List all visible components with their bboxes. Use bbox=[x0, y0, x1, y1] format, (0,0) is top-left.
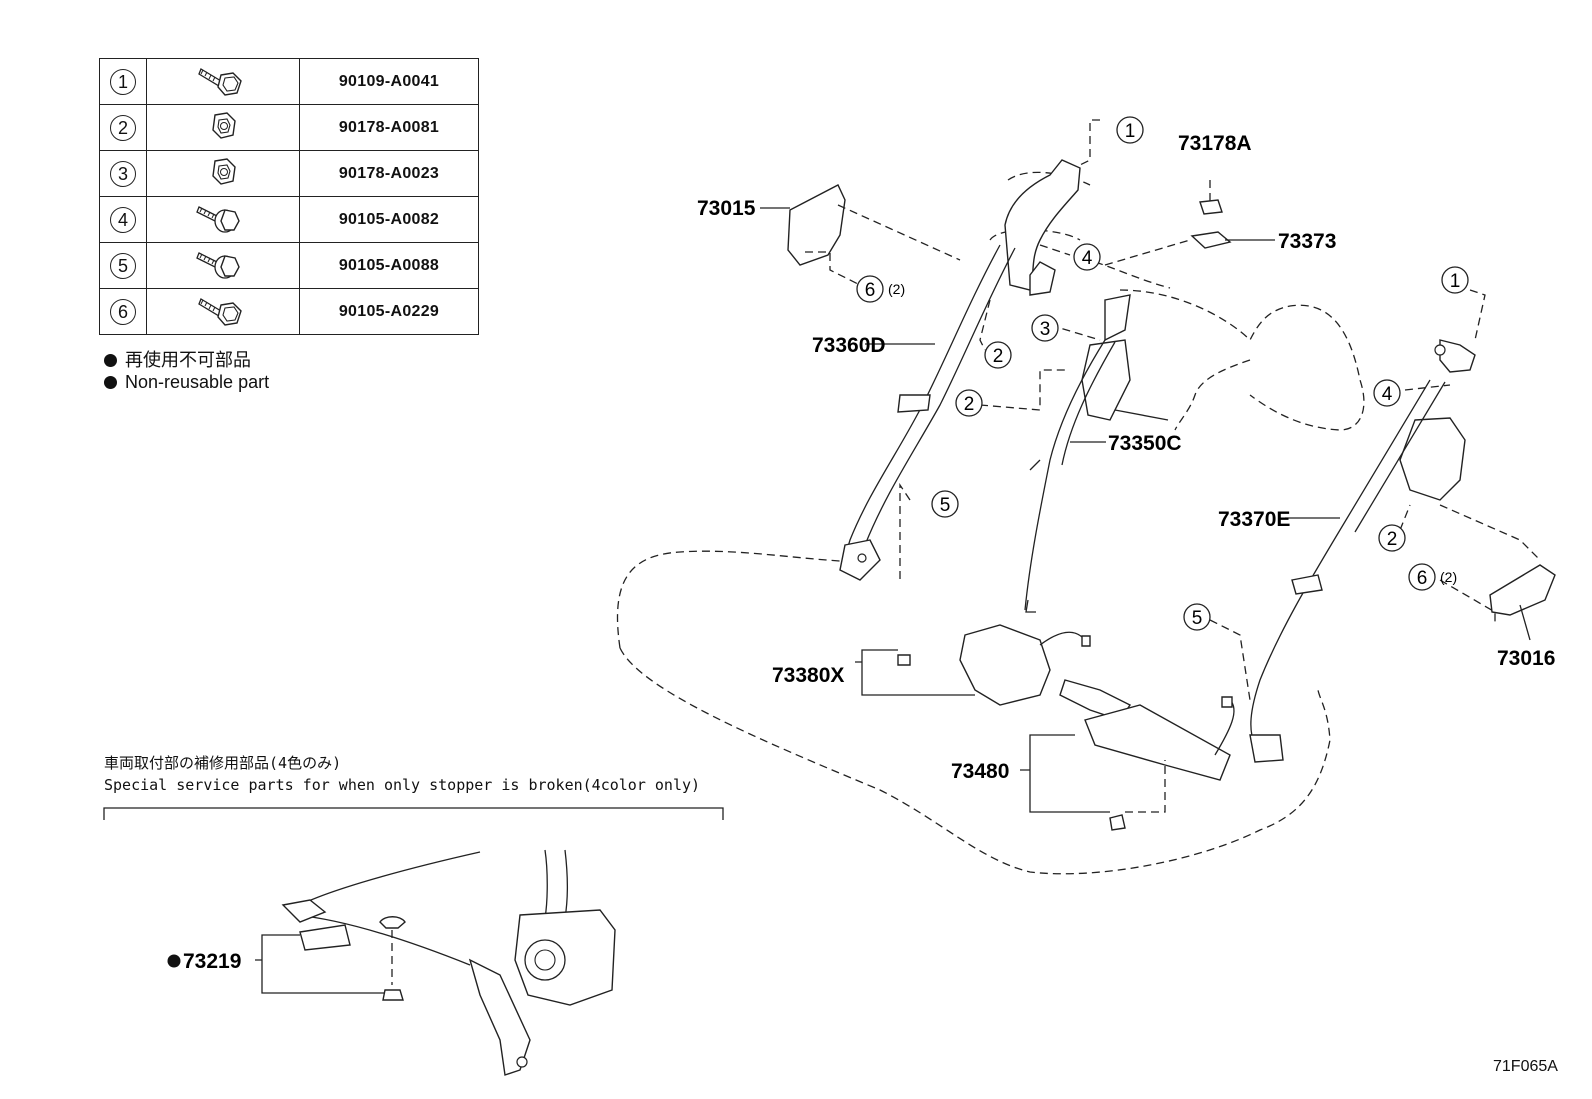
buckle-assembly-73380X bbox=[897, 624, 1091, 706]
legend-part-code: 90105-A0088 bbox=[299, 242, 479, 289]
legend-number: 6 bbox=[110, 298, 136, 325]
buckle-assembly-73480 bbox=[1059, 679, 1235, 831]
callout-number-5a: 5 bbox=[931, 490, 959, 518]
legend-row: 2 90178-A0081 bbox=[99, 104, 479, 151]
hex-bolt-icon bbox=[196, 252, 240, 279]
legend-number: 4 bbox=[110, 206, 136, 233]
part-number-73350C: 73350C bbox=[1108, 432, 1182, 455]
svg-text:6: 6 bbox=[865, 280, 876, 301]
part-number-73219: 73219 bbox=[183, 950, 241, 973]
legend-part-code: 90109-A0041 bbox=[299, 58, 479, 105]
legend-row: 4 90105-A0082 bbox=[99, 196, 479, 243]
svg-text:2: 2 bbox=[1387, 529, 1398, 550]
figure-id: 71F065A bbox=[1493, 1058, 1558, 1075]
hex-bolt-icon bbox=[196, 206, 240, 233]
center-belt-assembly-73350C bbox=[1024, 294, 1131, 613]
bullet-icon bbox=[104, 354, 117, 367]
quantity-label: (2) bbox=[888, 281, 905, 297]
callout-number-2a: 2 bbox=[984, 341, 1012, 369]
legend-row: 3 90178-A0023 bbox=[99, 150, 479, 197]
svg-text:4: 4 bbox=[1382, 384, 1393, 405]
svg-text:1: 1 bbox=[1125, 121, 1136, 142]
service-title-en: Special service parts for when only stop… bbox=[104, 776, 701, 794]
clip-73178A bbox=[1199, 199, 1223, 215]
svg-text:4: 4 bbox=[1082, 248, 1093, 269]
legend-row: 1 90109-A0041 bbox=[99, 58, 479, 105]
right-belt-assembly-73370E bbox=[1249, 339, 1476, 763]
legend-part-code: 90178-A0081 bbox=[299, 104, 479, 151]
quantity-label: (2) bbox=[1440, 569, 1457, 585]
part-number-73480: 73480 bbox=[951, 760, 1009, 783]
fastener-legend-table: 1 90109-A0041 2 90178-A0081 bbox=[99, 58, 479, 335]
anchor-plate-73015 bbox=[787, 184, 846, 266]
part-number-73373: 73373 bbox=[1278, 230, 1336, 253]
service-inset bbox=[103, 807, 724, 1076]
part-number-73380X: 73380X bbox=[772, 664, 844, 687]
callout-number-3: 3 bbox=[1031, 314, 1059, 342]
svg-text:5: 5 bbox=[940, 495, 951, 516]
callout-number-4b: 4 bbox=[1373, 379, 1401, 407]
part-number-73360D: 73360D bbox=[812, 334, 886, 357]
svg-text:5: 5 bbox=[1192, 608, 1203, 629]
legend-number: 3 bbox=[110, 160, 136, 187]
svg-text:6: 6 bbox=[1417, 568, 1428, 589]
legend-number: 5 bbox=[110, 252, 136, 279]
callout-number-2b: 2 bbox=[955, 389, 983, 417]
callout-number-4a: 4 bbox=[1073, 243, 1101, 271]
legend-part-code: 90105-A0082 bbox=[299, 196, 479, 243]
legend-part-code: 90178-A0023 bbox=[299, 150, 479, 197]
hex-nut-icon bbox=[212, 112, 236, 139]
part-number-73016: 73016 bbox=[1497, 647, 1555, 670]
callout-number-6a: 6 bbox=[856, 275, 884, 303]
part-number-73370E: 73370E bbox=[1218, 508, 1290, 531]
rear-seat-outline bbox=[616, 171, 1365, 875]
callout-number-1b: 1 bbox=[1441, 266, 1469, 294]
bullet-icon bbox=[104, 376, 117, 389]
legend-row: 6 90105-A0229 bbox=[99, 288, 479, 335]
svg-text:1: 1 bbox=[1450, 271, 1461, 292]
leader-lines bbox=[760, 119, 1541, 813]
non-reusable-note-en: Non-reusable part bbox=[104, 372, 269, 393]
part-number-73178A: 73178A bbox=[1178, 132, 1252, 155]
legend-row: 5 90105-A0088 bbox=[99, 242, 479, 289]
svg-text:2: 2 bbox=[993, 346, 1004, 367]
non-reusable-dot-icon bbox=[167, 954, 181, 968]
legend-number: 2 bbox=[110, 114, 136, 141]
part-number-73015: 73015 bbox=[697, 197, 756, 220]
legend-number: 1 bbox=[110, 68, 136, 95]
flange-bolt-icon bbox=[198, 68, 242, 96]
cover-73373 bbox=[1190, 231, 1232, 249]
legend-part-code: 90105-A0229 bbox=[299, 288, 479, 335]
flange-bolt-icon bbox=[198, 298, 242, 326]
svg-text:3: 3 bbox=[1040, 319, 1051, 340]
callout-number-6b: 6 bbox=[1408, 563, 1436, 591]
hex-nut-icon bbox=[212, 158, 236, 185]
left-belt-assembly-73360D bbox=[839, 159, 1081, 581]
service-title-jp: 車両取付部の補修用部品(4色のみ) bbox=[104, 754, 342, 772]
svg-text:2: 2 bbox=[964, 394, 975, 415]
anchor-plate-73016 bbox=[1489, 564, 1556, 616]
callout-number-1: 1 bbox=[1116, 116, 1144, 144]
callout-number-5b: 5 bbox=[1183, 603, 1211, 631]
non-reusable-note-jp: 再使用不可部品 bbox=[104, 346, 251, 372]
callout-number-2c: 2 bbox=[1378, 524, 1406, 552]
